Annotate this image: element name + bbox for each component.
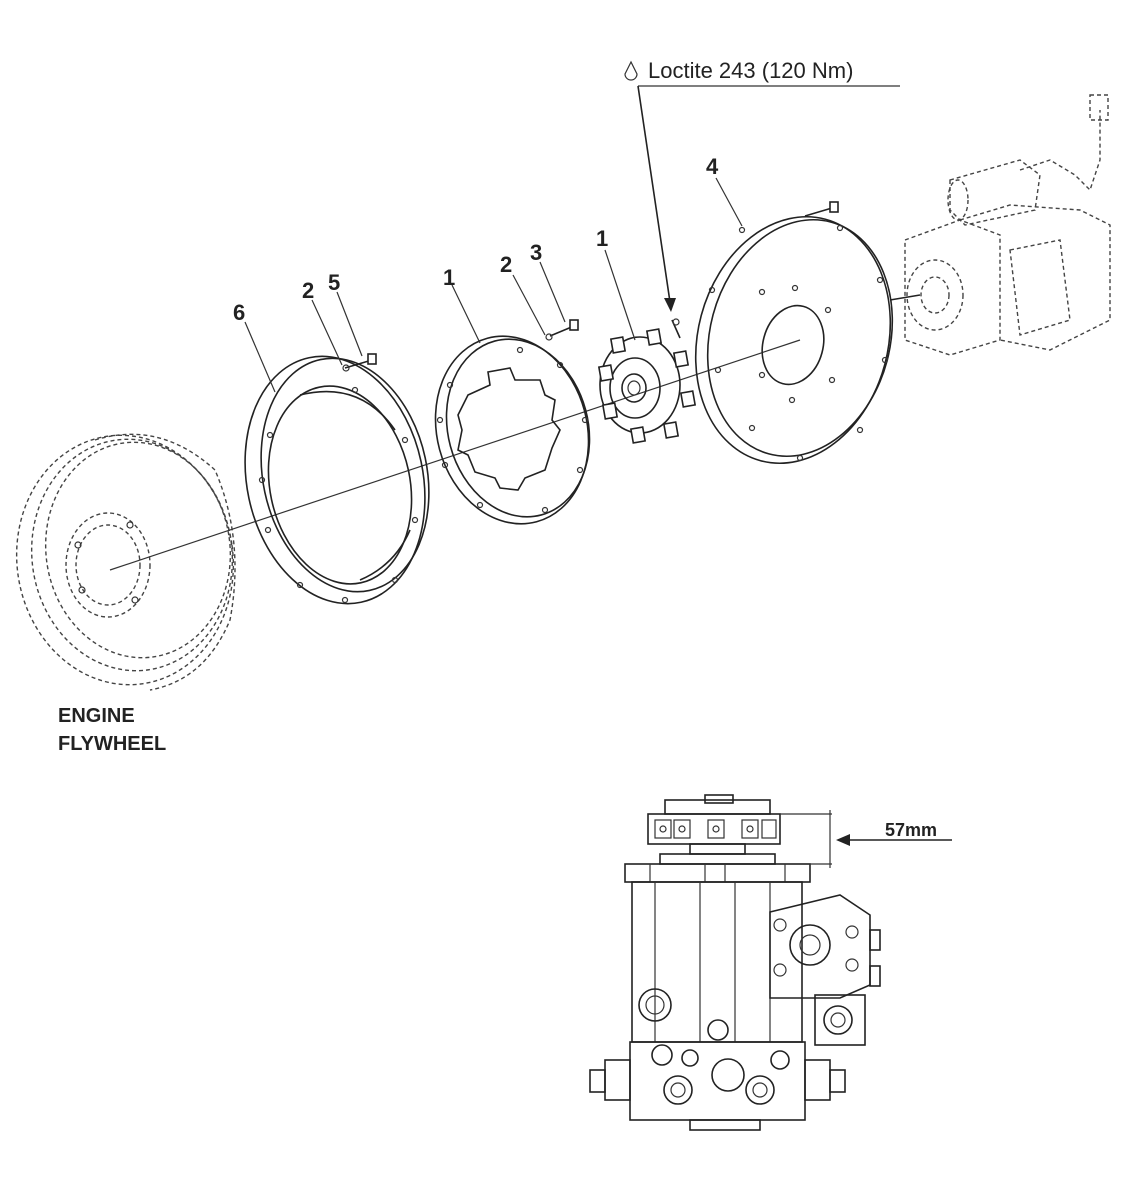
callout-6: 6 bbox=[233, 300, 245, 325]
callout-4: 4 bbox=[706, 154, 719, 179]
callout-1: 1 bbox=[443, 265, 455, 290]
callout-5: 5 bbox=[328, 270, 340, 295]
callout-2: 2 bbox=[302, 278, 314, 303]
callout-2: 2 bbox=[500, 252, 512, 277]
drop-icon bbox=[624, 60, 638, 81]
housing-plate bbox=[694, 201, 894, 465]
coupling-hub bbox=[597, 318, 697, 444]
dimension-label: 57mm bbox=[885, 820, 937, 840]
loctite-leader bbox=[637, 85, 900, 312]
center-axis-line bbox=[109, 339, 801, 571]
pump-side-view bbox=[589, 794, 881, 1131]
callout-3: 3 bbox=[530, 240, 542, 265]
loctite-note: Loctite 243 (120 Nm) bbox=[648, 58, 853, 83]
coupling-plate bbox=[434, 335, 591, 525]
engine-flywheel-label-line2: FLYWHEEL bbox=[58, 733, 166, 755]
engine-flywheel-label-line1: ENGINE bbox=[58, 705, 135, 727]
bolt-item-3 bbox=[545, 319, 579, 341]
engine-flywheel bbox=[15, 433, 236, 691]
bolt-item-5 bbox=[342, 353, 377, 372]
dimension-57mm bbox=[780, 810, 952, 868]
hydraulic-pump-top bbox=[889, 94, 1111, 356]
callout-1: 1 bbox=[596, 226, 608, 251]
leader-lines bbox=[244, 177, 743, 393]
adapter-ring bbox=[244, 355, 430, 605]
